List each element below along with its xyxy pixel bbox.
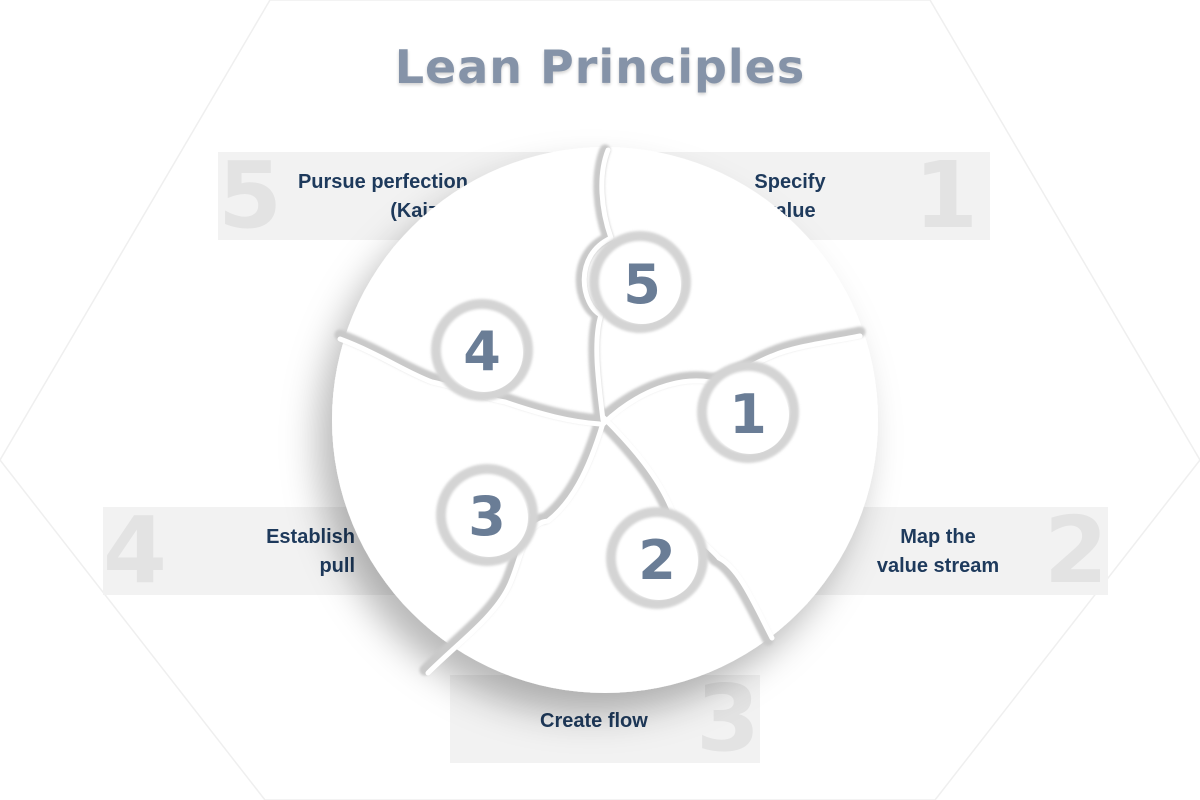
label-map-value-stream: Map the value stream <box>876 526 1000 577</box>
panel-create-flow: 3 Create flow <box>450 669 760 769</box>
piece-number-1: 1 <box>729 383 767 446</box>
panel-number-2: 2 <box>1043 497 1108 604</box>
label-create-flow: Create flow <box>540 710 648 732</box>
piece-number-4: 4 <box>463 320 501 383</box>
panel-number-4: 4 <box>103 497 168 604</box>
piece-number-2: 2 <box>638 529 676 592</box>
page-title: Lean Principles <box>394 40 806 94</box>
label-establish-pull: Establish pull <box>266 526 355 577</box>
panel-number-3: 3 <box>695 665 760 772</box>
panel-number-5: 5 <box>218 142 283 249</box>
panel-number-1: 1 <box>913 142 978 249</box>
piece-number-5: 5 <box>623 253 661 316</box>
piece-number-3: 3 <box>468 485 506 548</box>
